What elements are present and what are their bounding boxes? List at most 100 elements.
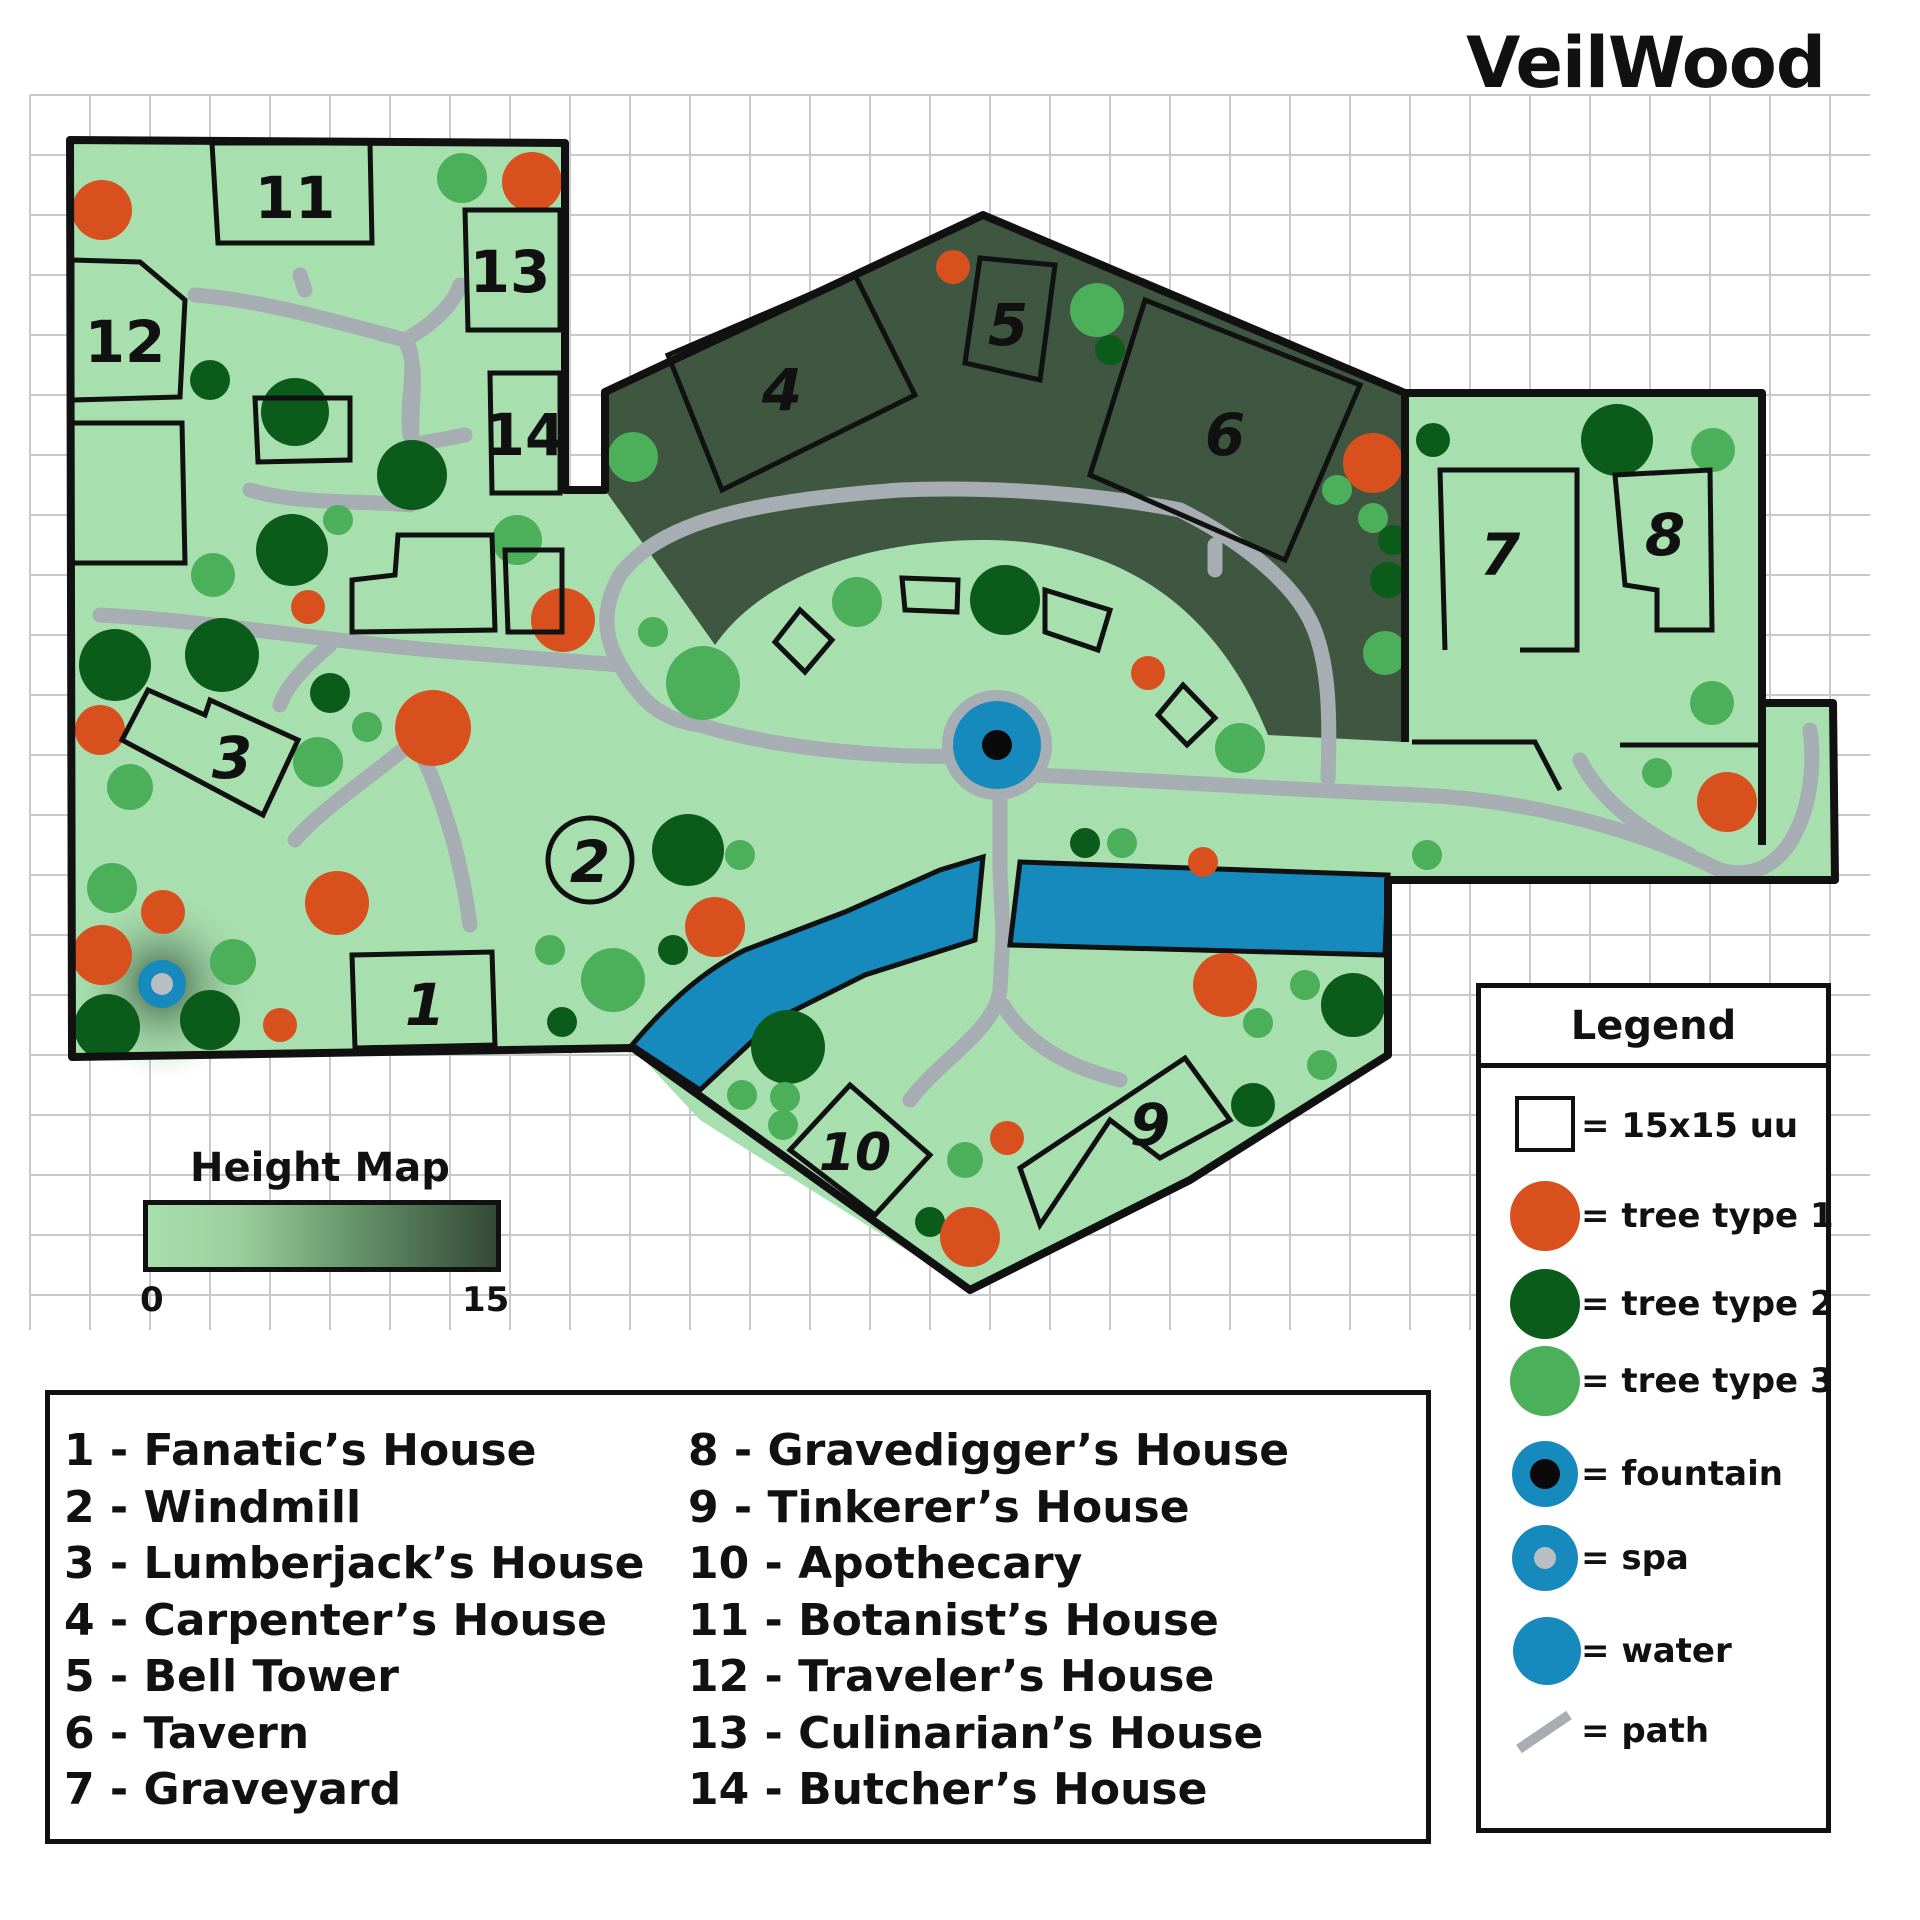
building-shed-3 [1042,586,1114,654]
building-7 [1437,467,1580,653]
building-unlabeled-c [502,547,565,635]
tree-type-1 [1131,656,1165,690]
key-item: 10 - Apothecary [688,1538,1083,1589]
height-map-max: 15 [462,1280,510,1320]
tree-type-1 [990,1121,1024,1155]
key-item: 8 - Gravedigger’s House [688,1425,1290,1476]
tree-type-3 [1363,631,1407,675]
building-key-left: 1 - Fanatic’s House 2 - Windmill 3 - Lum… [64,1423,645,1819]
label-3: 3 [212,724,252,792]
tree-type-2 [547,1007,577,1037]
building-10 [786,1081,934,1219]
tree-type-3 [1691,428,1735,472]
tree-type-3 [638,617,668,647]
label-5: 5 [988,291,1028,359]
map-title: VeilWood [1466,22,1826,104]
tree-type-2 [261,378,329,446]
label-14: 14 [485,401,566,469]
legend-label-grid: = 15x15 uu [1581,1106,1799,1146]
key-item: 13 - Culinarian’s House [688,1707,1264,1759]
legend-item-tree-1: = tree type 1 [1481,1178,1834,1258]
height-map-title: Height Map [190,1145,450,1191]
tree-type-3 [725,840,755,870]
tree-type-2 [658,935,688,965]
key-item: 9 - Tinkerer’s House [688,1481,1190,1533]
building-3 [118,686,302,819]
legend-label-tree-1: = tree type 1 [1581,1196,1834,1236]
tree-type-3 [1307,1050,1337,1080]
key-item: 14 - Butcher’s House [688,1764,1208,1815]
fountain [942,690,1052,800]
water-icon [1513,1617,1581,1685]
tree-type-3 [947,1142,983,1178]
tree-type-1 [1193,953,1257,1017]
trees [72,152,1757,1267]
label-2: 2 [570,828,610,896]
building-13 [462,207,563,333]
building-unlabeled-a [252,395,353,465]
label-1: 1 [405,971,445,1039]
tree-type-3 [492,515,542,565]
label-8: 8 [1645,501,1685,569]
building-key-right: 8 - Gravedigger’s House 9 - Tinkerer’s H… [688,1423,1289,1819]
tree-type-1-icon [1510,1181,1580,1251]
legend-heading: Legend [1481,988,1826,1068]
legend-label-tree-3: = tree type 3 [1581,1361,1834,1401]
building-key: 1 - Fanatic’s House 2 - Windmill 3 - Lum… [45,1390,1431,1844]
tree-type-3 [581,948,645,1012]
legend-label-fountain: = fountain [1581,1454,1783,1494]
label-9: 9 [1130,1091,1170,1159]
tree-type-3 [770,1082,800,1112]
key-item: 6 - Tavern [64,1707,310,1759]
path-network [92,267,1820,1108]
label-12: 12 [85,308,166,376]
tree-type-3 [1215,723,1265,773]
legend-item-tree-2: = tree type 2 [1481,1266,1834,1346]
tree-type-2 [1581,404,1653,476]
tree-type-3 [768,1110,798,1140]
tree-type-2 [377,440,447,510]
building-shed-1 [771,606,836,676]
label-13: 13 [470,238,551,306]
legend-item-grid: = 15x15 uu [1481,1088,1826,1168]
tree-type-2 [1416,423,1450,457]
height-map-gradient [143,1200,501,1272]
legend-label-tree-2: = tree type 2 [1581,1284,1834,1324]
tree-type-1 [1343,433,1403,493]
tree-type-1 [305,871,369,935]
key-item: 7 - Graveyard [64,1764,402,1815]
building-8 [1612,467,1715,633]
fence-graveyard [1412,739,1563,792]
tree-type-2 [1095,335,1125,365]
tree-type-2-icon [1510,1269,1580,1339]
label-7: 7 [1480,521,1521,589]
label-11: 11 [255,164,336,232]
legend-item-tree-3: = tree type 3 [1481,1343,1834,1423]
tree-type-2 [310,673,350,713]
spa-icon [1512,1525,1578,1591]
fountain-icon [1512,1441,1578,1507]
tree-type-3 [107,764,153,810]
tree-type-1 [502,152,562,212]
buildings [69,140,1762,1231]
legend-item-path: = path [1481,1693,1826,1773]
tree-type-3 [293,737,343,787]
tree-type-1 [72,180,132,240]
tree-type-3 [1690,681,1734,725]
legend-item-water: = water [1481,1613,1826,1693]
tree-type-3 [1358,503,1388,533]
tree-type-2 [970,565,1040,635]
tree-type-3 [323,505,353,535]
tree-type-1 [395,690,471,766]
height-map-min: 0 [140,1280,164,1320]
legend-label-spa: = spa [1581,1538,1689,1578]
key-item: 4 - Carpenter’s House [64,1594,607,1646]
tree-type-2 [79,629,151,701]
tree-type-3 [535,935,565,965]
legend-item-spa: = spa [1481,1520,1826,1600]
key-item: 1 - Fanatic’s House [64,1425,537,1476]
tree-type-3-icon [1510,1346,1580,1416]
tree-type-1 [263,1008,297,1042]
building-shed-4 [1154,681,1219,749]
